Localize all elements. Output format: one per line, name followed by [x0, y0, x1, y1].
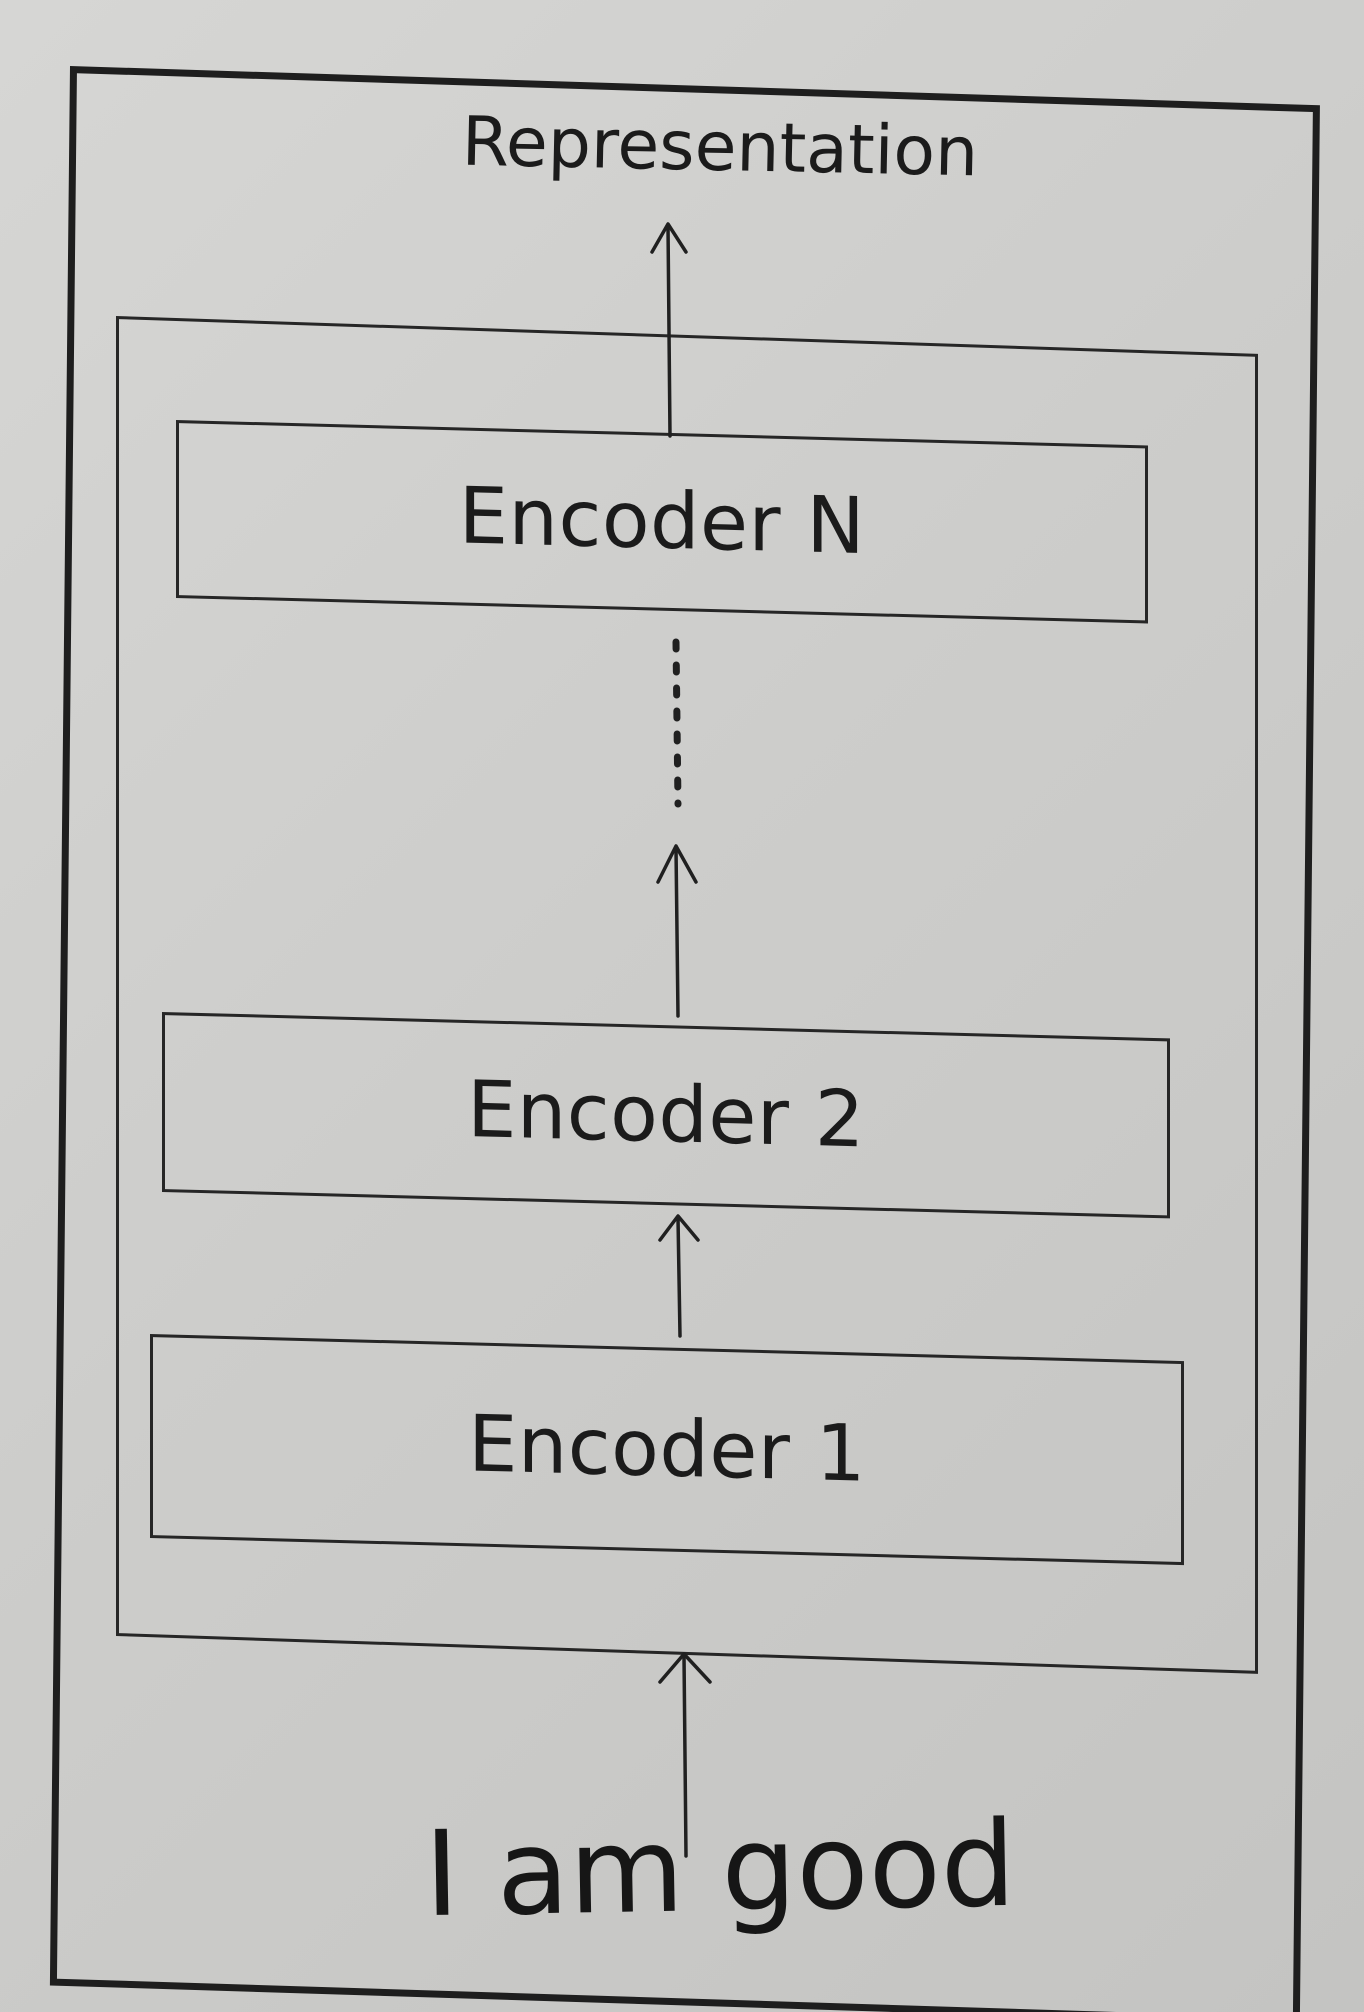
- arrow-encoder-1-to-2: [658, 1214, 700, 1338]
- input-sentence: I am good: [423, 1794, 1017, 1944]
- arrow-to-representation: [650, 222, 688, 438]
- dotted-connector: [672, 638, 682, 808]
- arrow-input-to-stack: [658, 1652, 712, 1858]
- arrow-encoder-2-up: [656, 844, 698, 1018]
